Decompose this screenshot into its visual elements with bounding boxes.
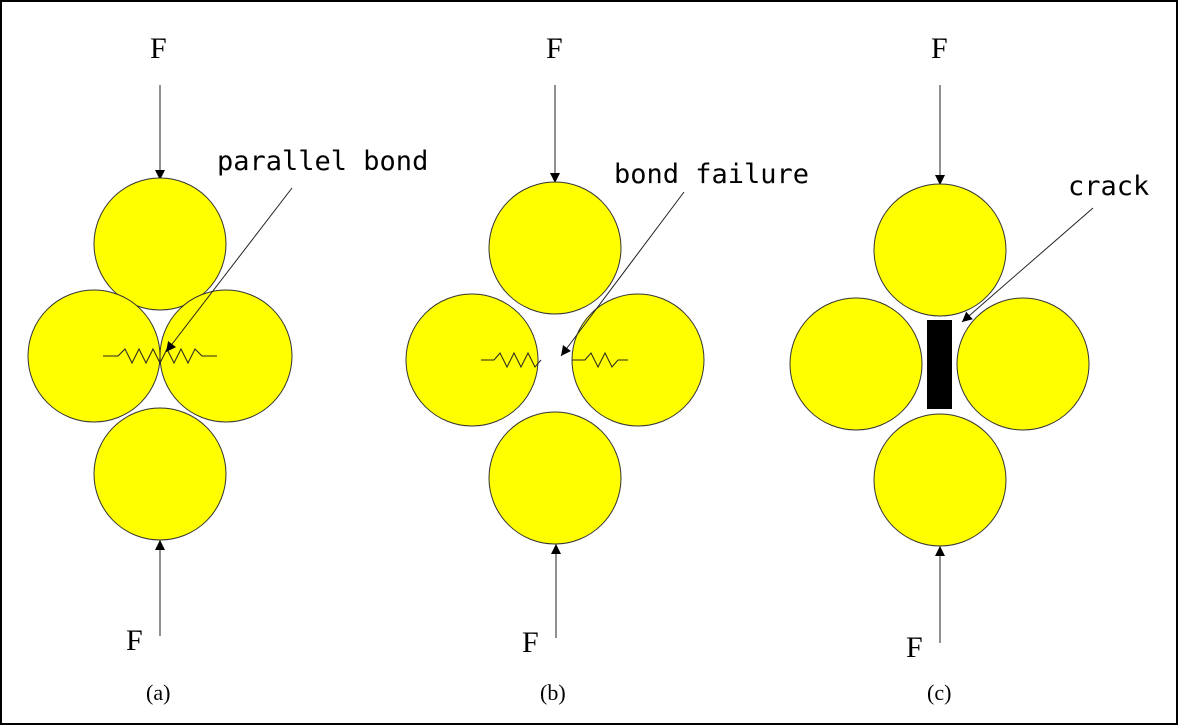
- broken-bond-spring-left: [481, 351, 542, 369]
- particle-bottom: [488, 411, 622, 545]
- force-label-top: F: [931, 32, 948, 65]
- particle-left: [27, 289, 161, 423]
- panel-caption: (a): [146, 680, 170, 705]
- annotation-label: crack: [1068, 171, 1149, 202]
- particle-top: [93, 177, 227, 311]
- particle-left: [405, 293, 539, 427]
- particle-right: [159, 289, 293, 423]
- particle-top: [488, 181, 622, 315]
- panel-a: F parallel bond F (a): [27, 32, 428, 705]
- force-label-bottom: F: [126, 624, 143, 657]
- panel-c: F crack F (c): [789, 32, 1149, 705]
- panel-caption: (c): [927, 680, 951, 705]
- particle-right: [956, 297, 1090, 431]
- annotation-leader: [165, 187, 293, 353]
- panel-caption: (b): [540, 680, 566, 705]
- parallel-bond-spring: [103, 347, 217, 365]
- particle-top: [873, 183, 1007, 317]
- particle-bottom: [873, 413, 1007, 547]
- force-label-top: F: [546, 32, 563, 65]
- annotation-leader: [961, 207, 1094, 323]
- force-label-bottom: F: [522, 626, 539, 659]
- force-label-bottom: F: [906, 631, 923, 664]
- annotation-label: bond failure: [614, 159, 809, 190]
- crack-block: [927, 320, 952, 409]
- panel-b: F bond failure F (b): [405, 32, 809, 705]
- force-label-top: F: [150, 32, 167, 65]
- particle-left: [789, 297, 923, 431]
- annotation-label: parallel bond: [217, 146, 428, 177]
- broken-bond-spring-right: [572, 351, 628, 369]
- particle-right: [571, 293, 705, 427]
- annotation-leader: [560, 191, 685, 357]
- particle-bottom: [93, 407, 227, 541]
